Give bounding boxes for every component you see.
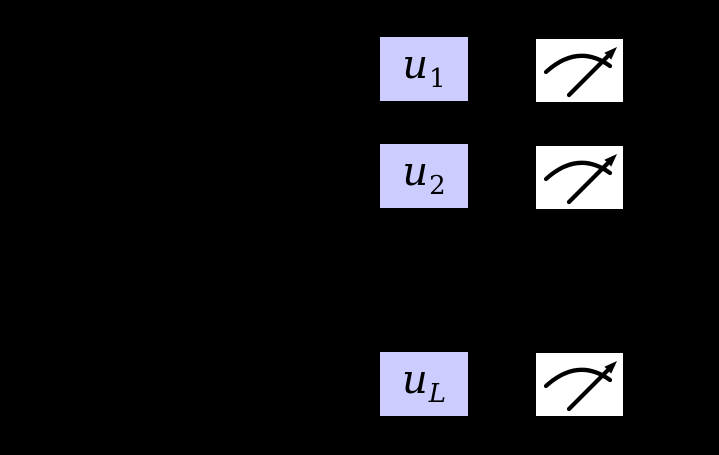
gate-label-subscript: 1 xyxy=(429,64,446,94)
unitary-gate-u2: u2 xyxy=(380,144,468,208)
measurement-meter-1 xyxy=(536,39,623,102)
unitary-gate-uL: uL xyxy=(380,352,468,416)
measurement-gauge-icon xyxy=(543,361,617,412)
gate-label-u2: u2 xyxy=(402,149,445,199)
measurement-gauge-icon xyxy=(543,47,617,98)
gate-label-u1: u1 xyxy=(402,42,445,92)
measurement-gauge-icon xyxy=(543,154,617,205)
gate-label-subscript: 2 xyxy=(429,171,446,201)
gate-label-base: u xyxy=(402,149,429,195)
unitary-gate-u1: u1 xyxy=(380,37,468,101)
gate-label-uL: uL xyxy=(401,357,446,407)
gate-label-subscript: L xyxy=(428,379,447,409)
measurement-meter-L xyxy=(536,353,623,416)
gate-label-base: u xyxy=(401,357,428,403)
gate-label-base: u xyxy=(402,42,429,88)
measurement-meter-2 xyxy=(536,146,623,209)
